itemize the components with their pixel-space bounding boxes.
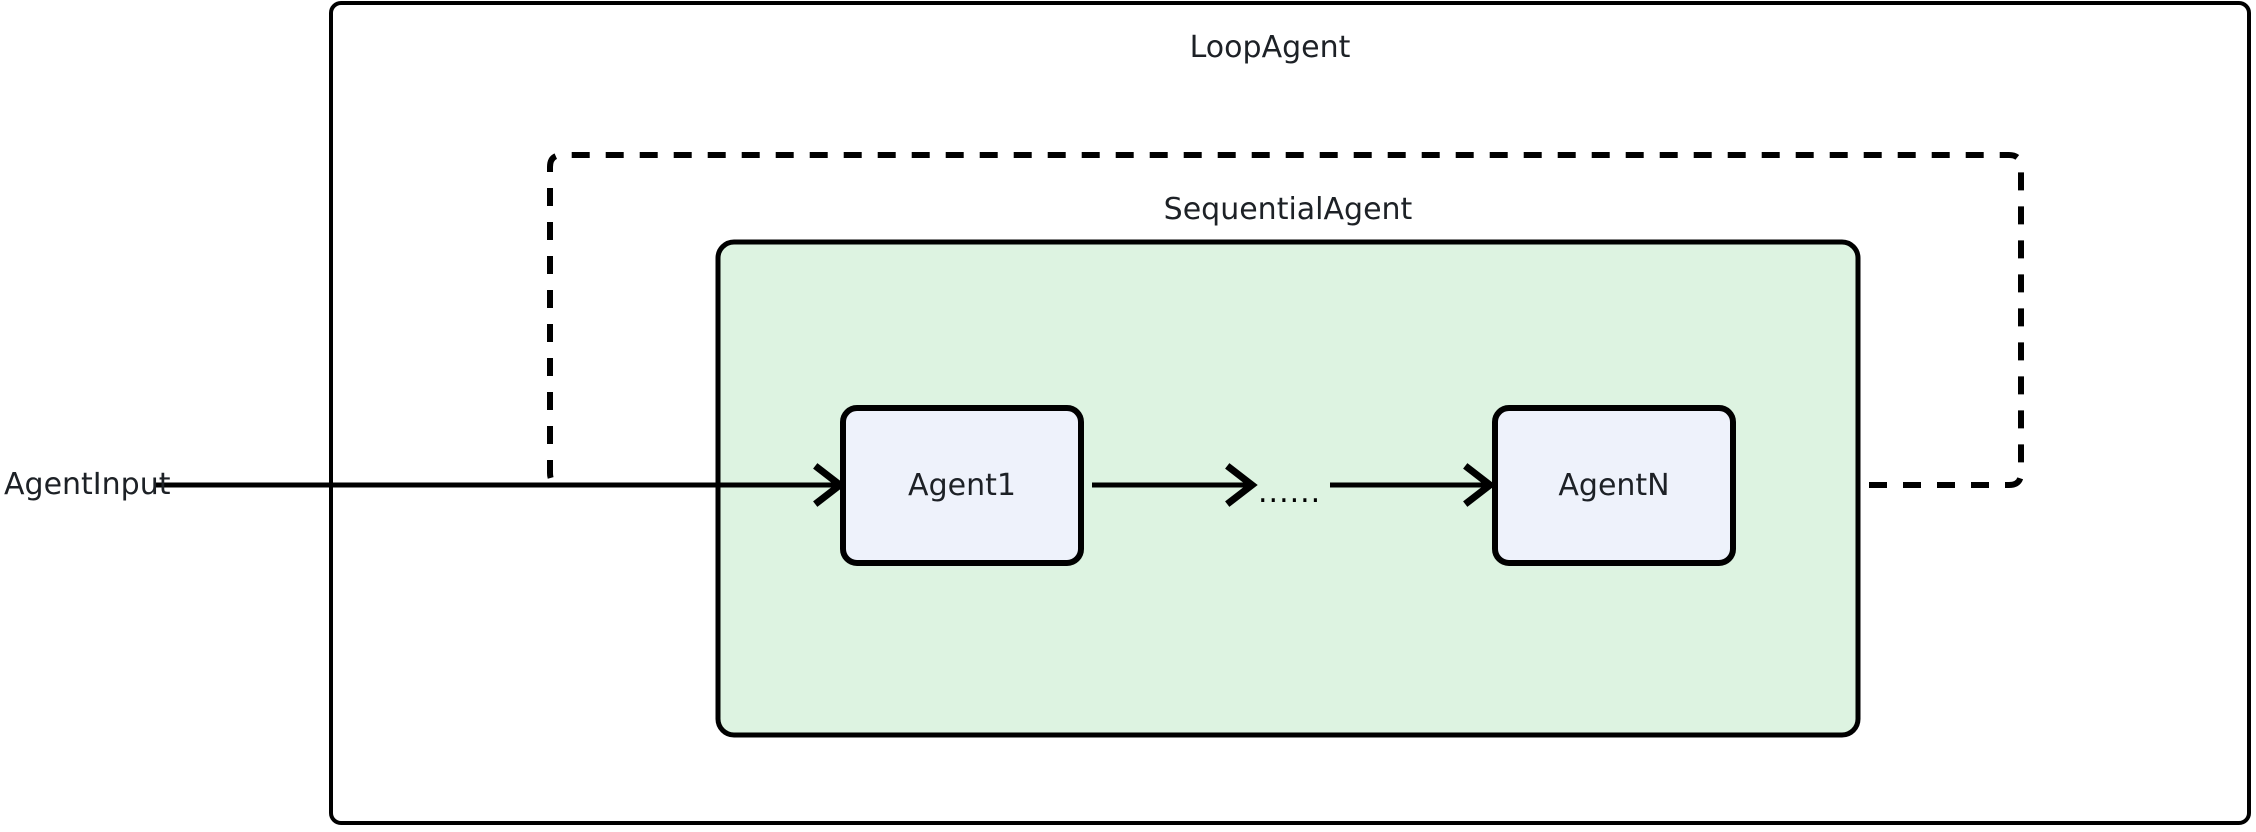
edge-agent1-to-ellipsis-arrowhead [1225,463,1258,507]
agent1-node[interactable] [840,405,1084,566]
agent1-label: Agent1 [908,467,1016,503]
agentn-label: AgentN [1558,467,1670,503]
loop-back-dashed-path [547,152,2024,488]
edge-ellipsis-to-agentn-arrowhead [1463,463,1496,507]
agent-input-label: AgentInput [4,467,171,502]
sequential-agent-label: SequentialAgent [1163,192,1413,227]
ellipsis-label: ...... [1258,475,1322,510]
agentn-node[interactable] [1492,405,1736,566]
sequential-agent-container[interactable] [715,239,1861,738]
loop-agent-label: LoopAgent [1189,30,1351,65]
